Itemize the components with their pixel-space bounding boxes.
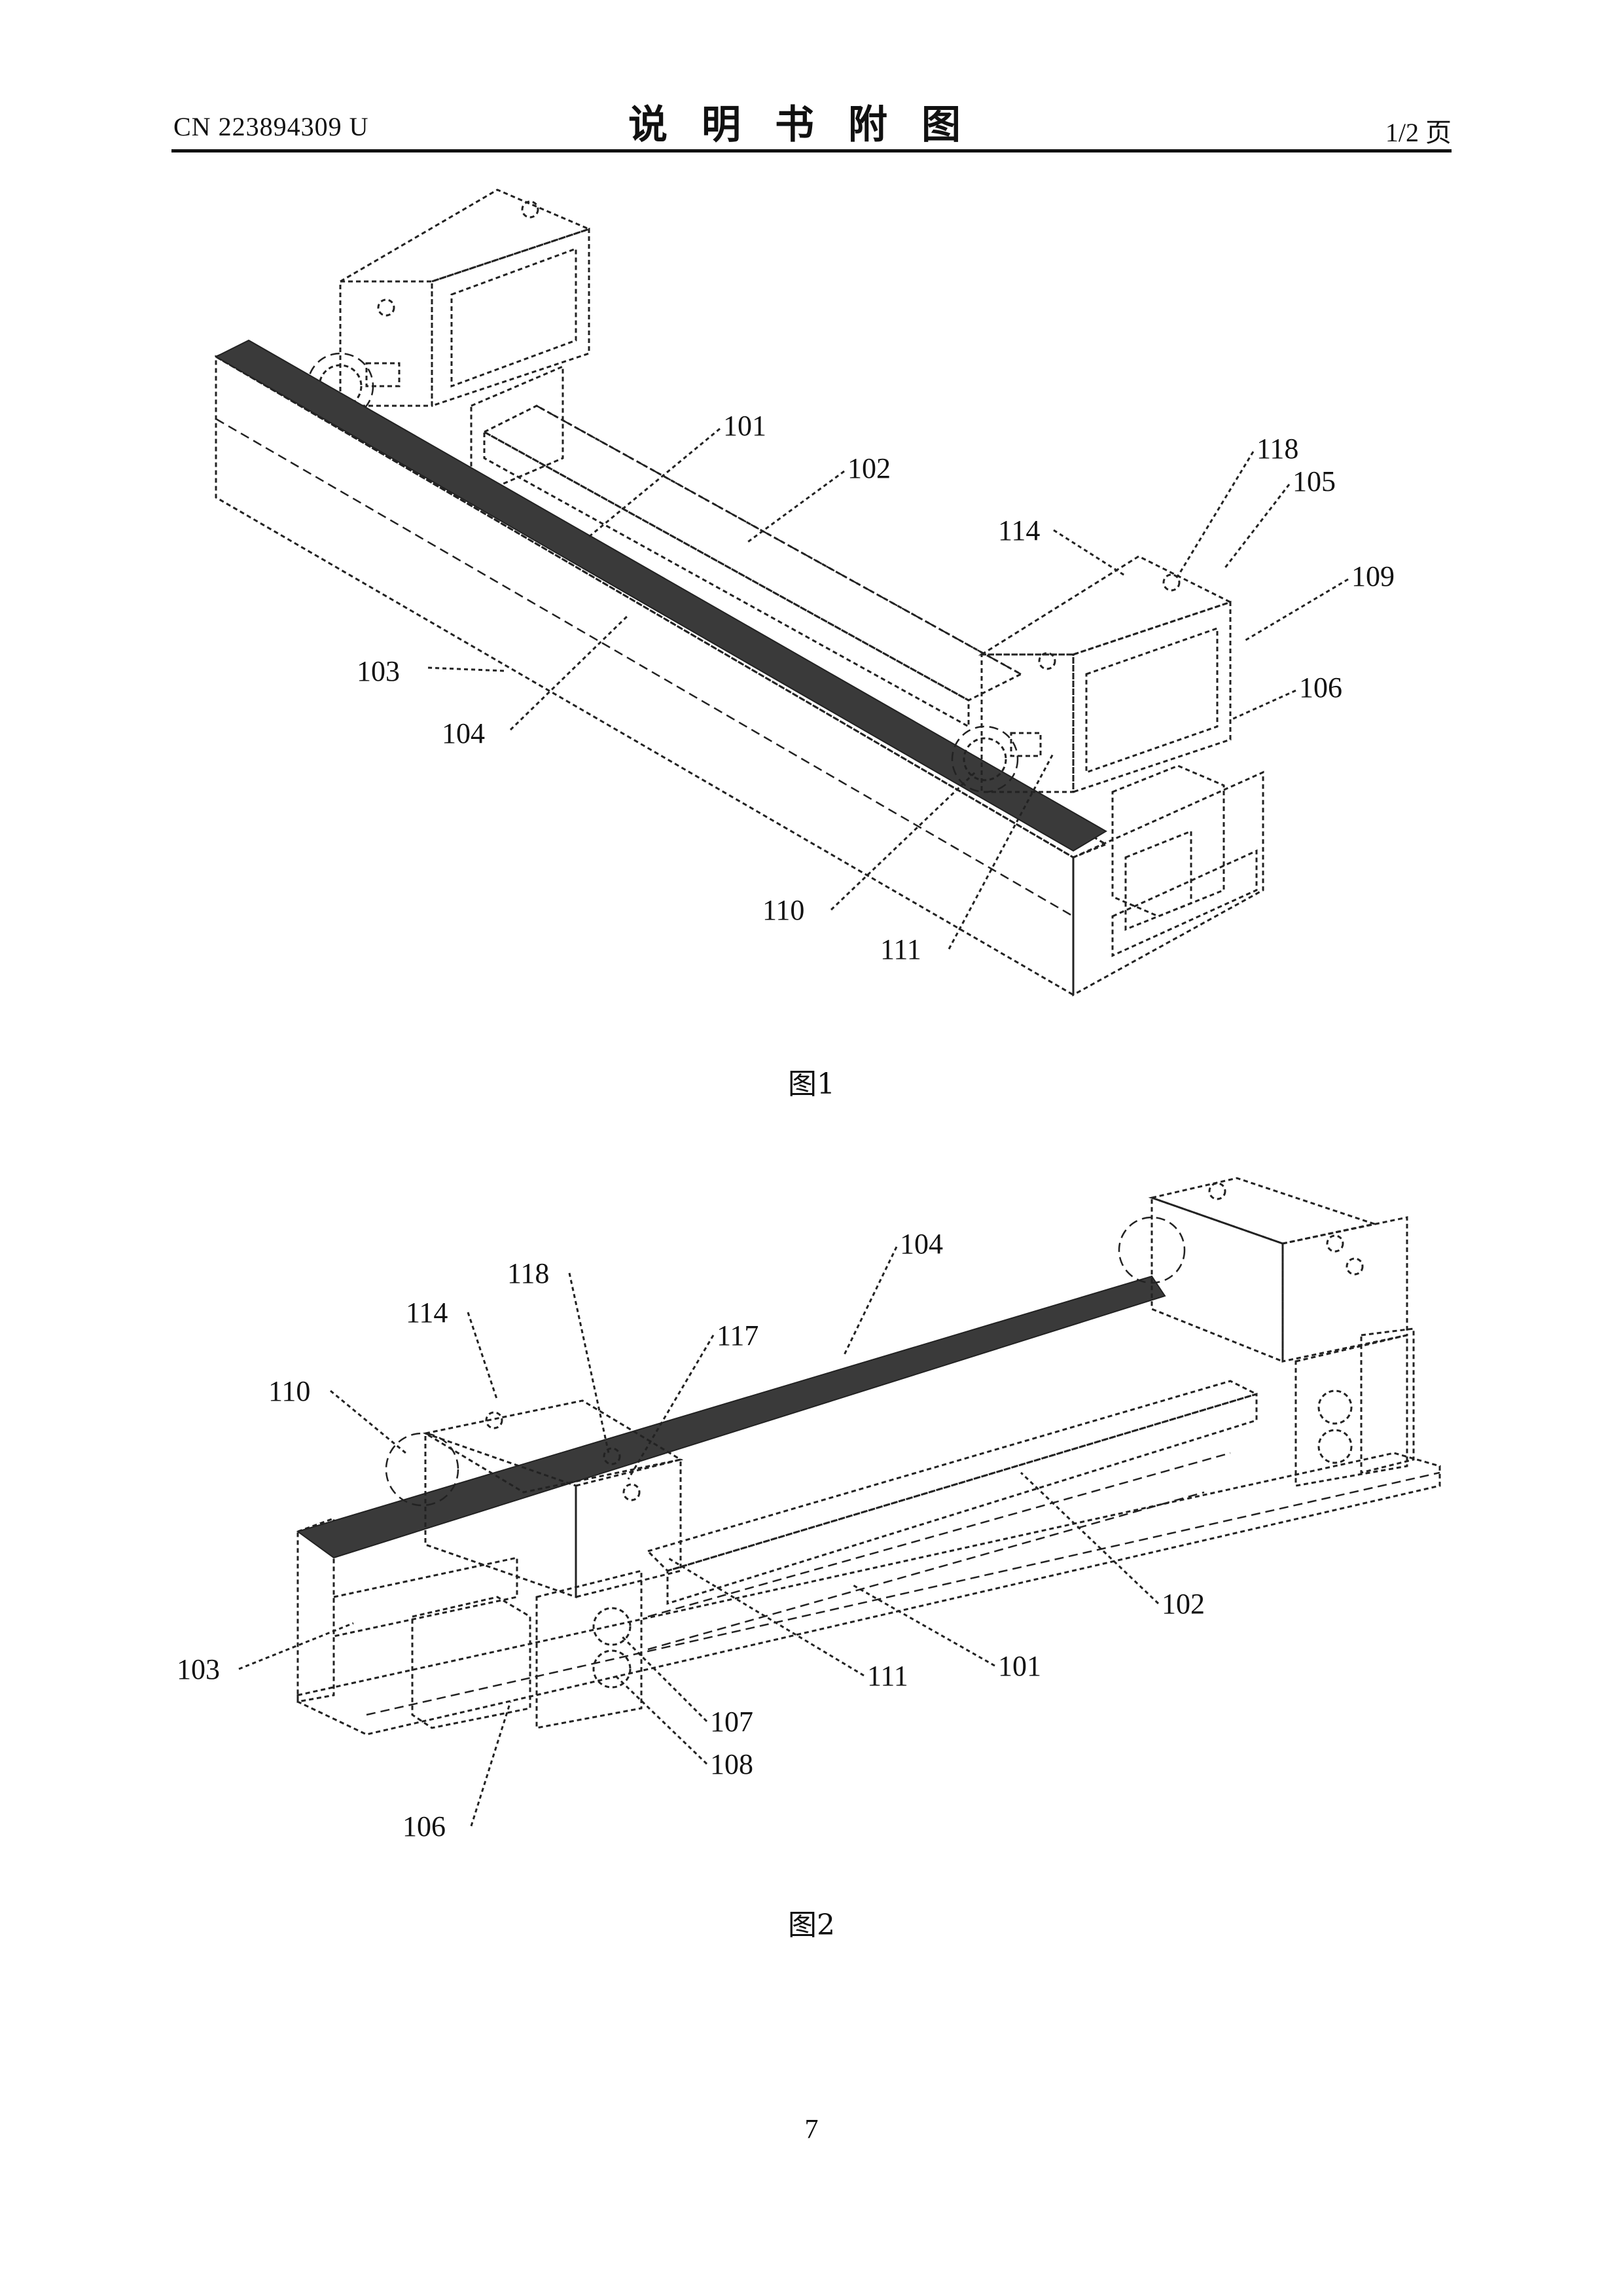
fig2-label-111: 111 <box>867 1660 908 1692</box>
fig2-label-108: 108 <box>710 1748 753 1780</box>
fig2-label-117: 117 <box>717 1319 758 1352</box>
fig2-label-104: 104 <box>900 1228 943 1260</box>
fig2-label-106: 106 <box>402 1810 446 1842</box>
fig2-far-motor <box>1119 1178 1407 1486</box>
figure-2-caption: 图2 <box>0 1901 1623 1943</box>
fig2-label-110: 110 <box>268 1375 310 1407</box>
figure-2-drawing: 101 102 103 104 106 107 108 110 111 114 … <box>0 0 1623 1964</box>
fig2-label-107: 107 <box>710 1706 753 1738</box>
fig2-label-114: 114 <box>406 1297 448 1329</box>
fig2-label-118: 118 <box>507 1257 549 1289</box>
fig2-label-103: 103 <box>177 1653 220 1685</box>
page-number: 7 <box>0 2114 1623 2145</box>
fig2-near-carriage <box>412 1571 641 1728</box>
fig2-label-101: 101 <box>998 1650 1041 1682</box>
fig2-label-102: 102 <box>1162 1588 1205 1620</box>
